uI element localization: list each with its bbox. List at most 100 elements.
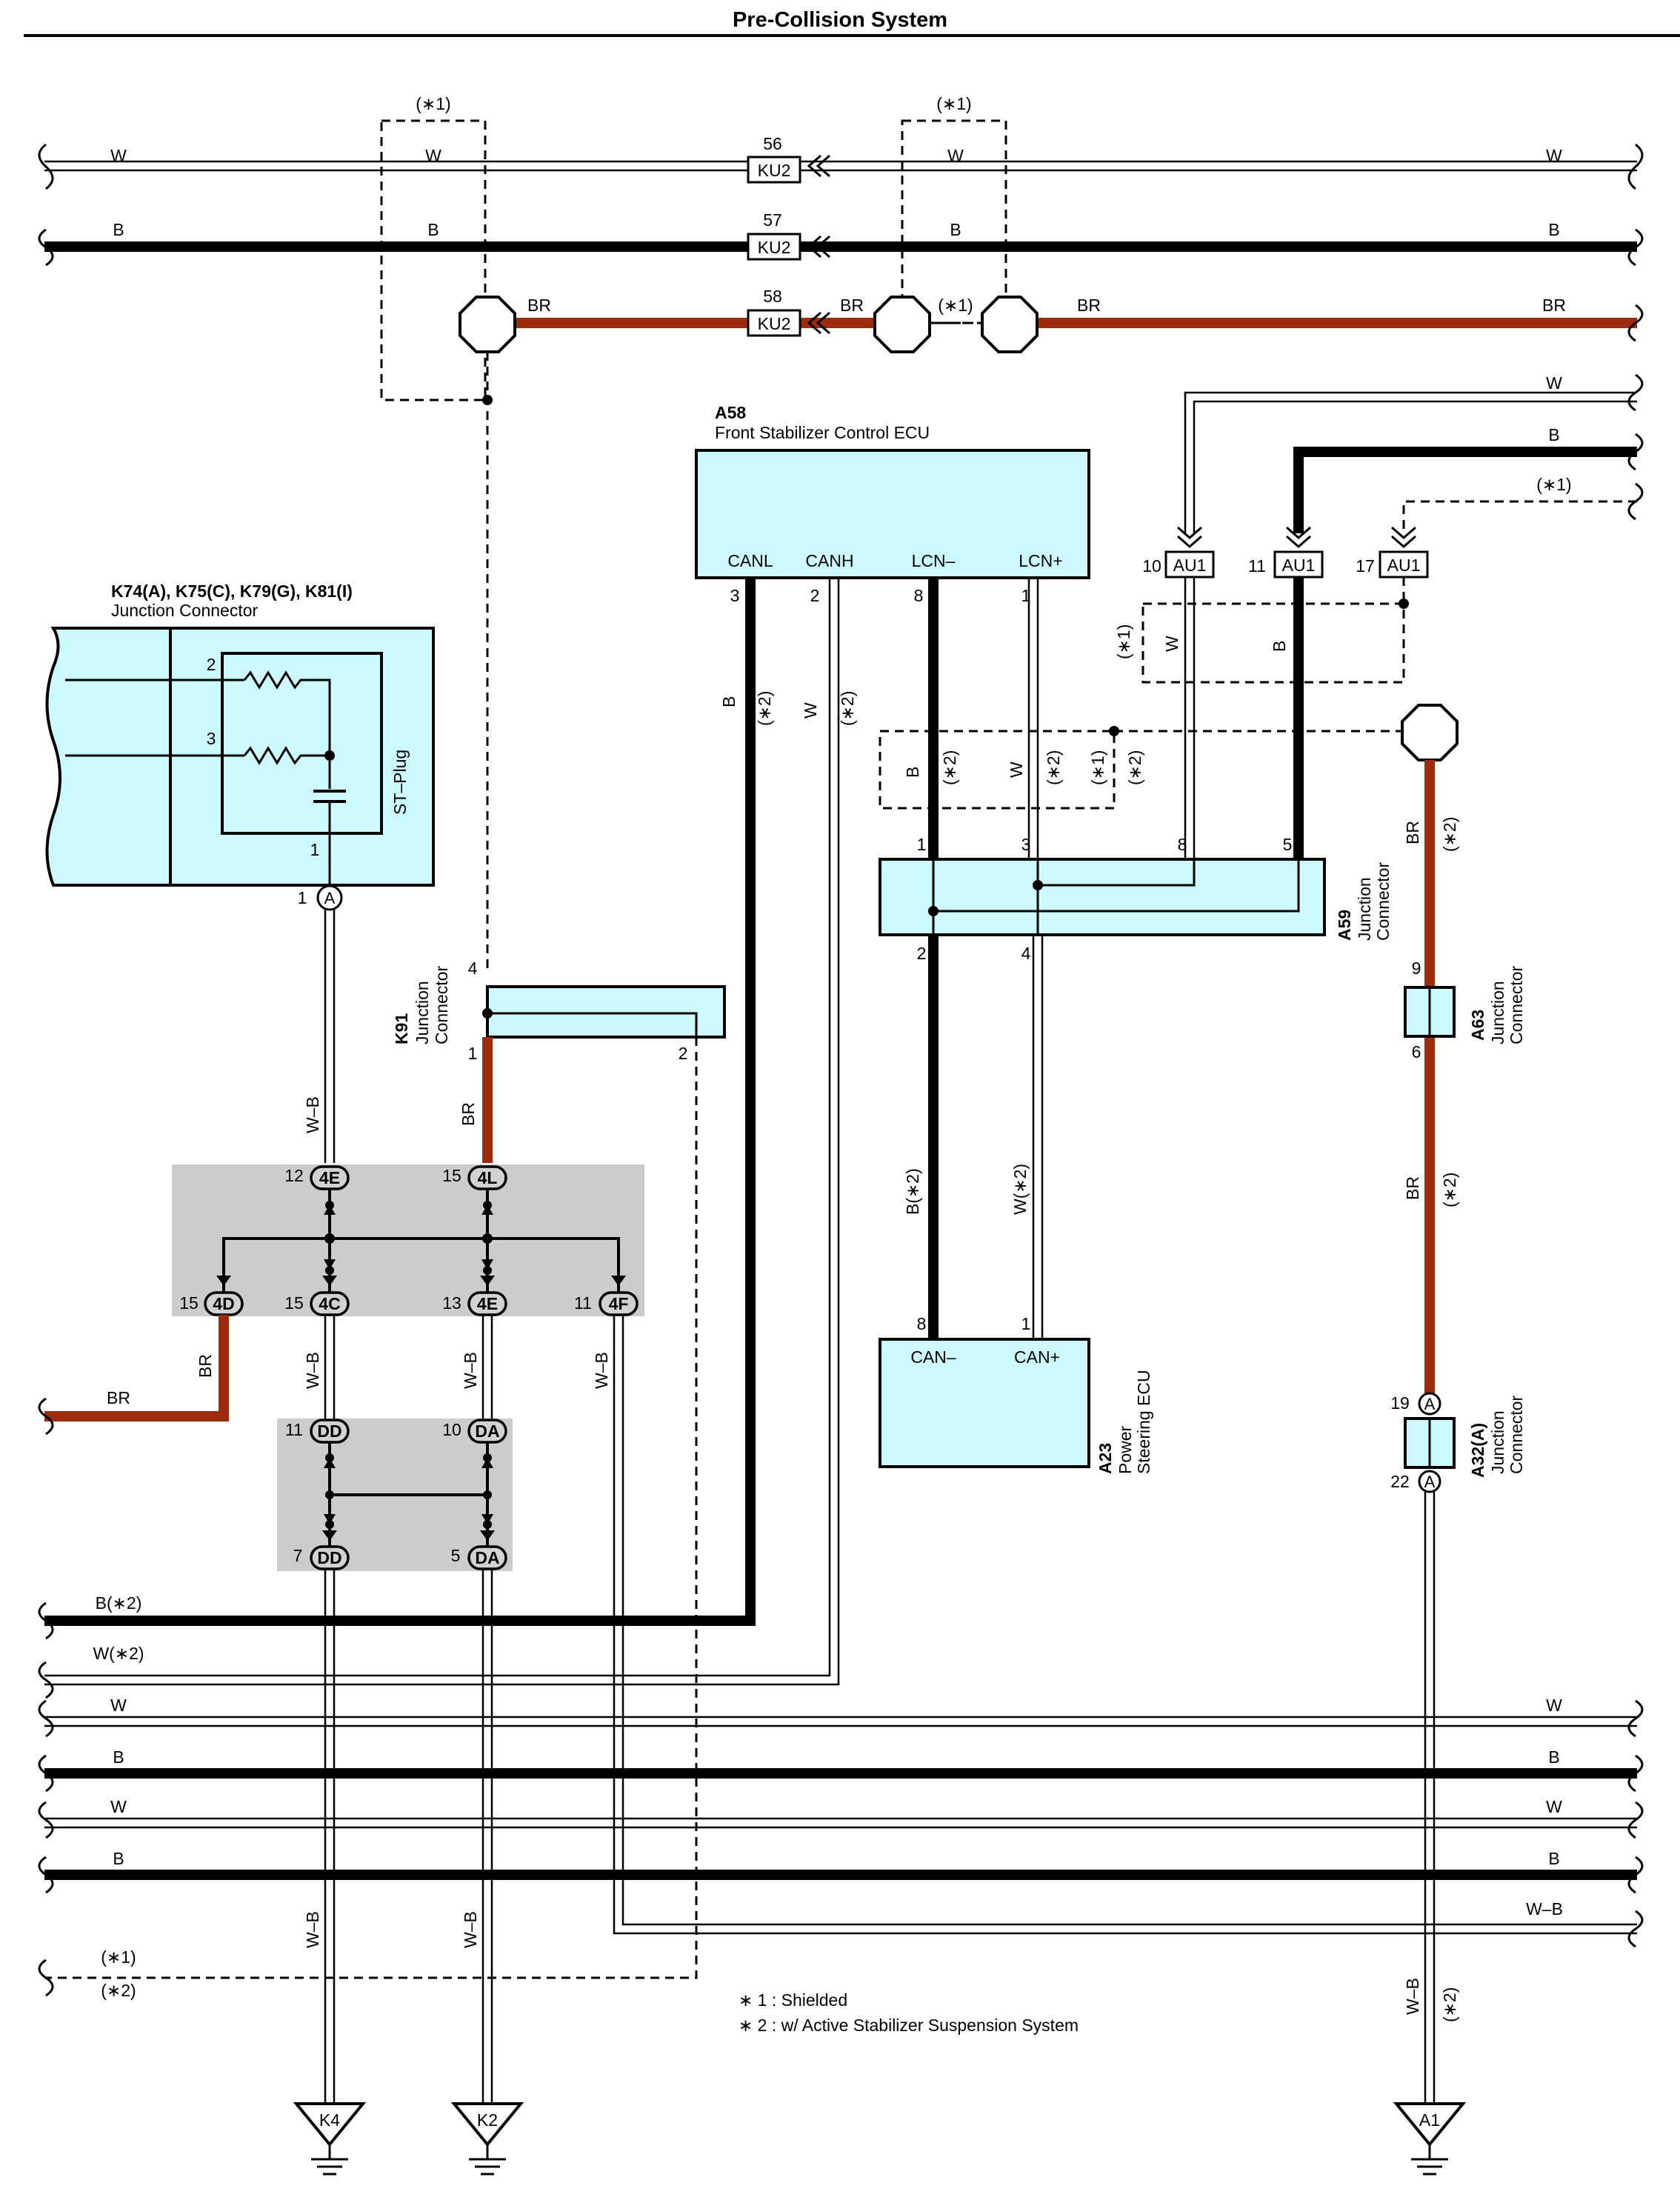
a23-terminal: CAN– — [910, 1347, 956, 1367]
a58-name: Front Stabilizer Control ECU — [715, 423, 930, 442]
pin-number: 10 — [442, 1420, 461, 1439]
wire-label-b: B — [113, 220, 124, 239]
wire-label-b: B — [1270, 641, 1289, 652]
shield-label: (∗1) — [416, 94, 450, 113]
pin-number: 8 — [1178, 835, 1187, 854]
wire-label-w: W — [425, 146, 441, 165]
wire-label-br: BR — [1403, 821, 1422, 844]
shield-box-au1 — [1141, 602, 1405, 684]
wire-label-b: B — [113, 1849, 124, 1868]
wire-label-s2: (∗2) — [1440, 1987, 1459, 2022]
wire-label-br: BR — [107, 1388, 130, 1407]
wire-break — [1627, 1910, 1644, 1948]
a23-terminal: CAN+ — [1014, 1347, 1060, 1367]
wire-label-w: W — [110, 1797, 127, 1816]
wire-label-w: W — [1546, 146, 1562, 165]
pin-number: 2 — [207, 655, 216, 674]
splice-octagon — [459, 296, 516, 353]
pin-number: 2 — [679, 1044, 688, 1063]
pin-number: 1 — [310, 840, 320, 859]
connector-label: 4D — [213, 1294, 234, 1313]
wire-label-w2: W(∗2) — [93, 1644, 144, 1663]
connector-da — [467, 1545, 507, 1570]
wire-label-w: W — [801, 702, 820, 719]
svg-text:Connector: Connector — [1507, 966, 1526, 1044]
pin-number: 11 — [574, 1293, 592, 1313]
wire-label-wb: W–B — [1526, 1899, 1563, 1919]
a32-junction-connector: 19 A A 22 A32(A) Junction Connector — [1390, 1392, 1526, 1493]
pin-number: 3 — [207, 729, 216, 748]
a59-name: Junction — [1355, 877, 1374, 941]
wire-label-s2: (∗2) — [1440, 1173, 1459, 1207]
wire-label-w: W — [1546, 1797, 1562, 1816]
a23-ecu — [879, 1338, 1090, 1468]
pin-number: 12 — [284, 1166, 304, 1185]
wire-label-w: W — [1546, 1696, 1562, 1715]
wire-label-w: W — [110, 146, 127, 165]
a58-terminal: LCN+ — [1019, 551, 1062, 570]
pin-number: 1 — [298, 888, 307, 907]
svg-text:56: 56 — [763, 134, 782, 153]
shield-label: (∗1) — [936, 94, 971, 113]
splice-octagon — [873, 296, 931, 353]
a63-junction-connector: 9 6 A63 Junction Connector — [1404, 959, 1526, 1061]
wire-label-b: B — [427, 220, 439, 239]
k74-code: K74(A), K75(C), K79(G), K81(I) — [111, 581, 353, 601]
wire-label-w: W — [947, 146, 964, 165]
a59-name: Connector — [1373, 862, 1393, 941]
au1-connector-10: 10 AU1 — [1142, 526, 1215, 579]
k91-code: K91 — [392, 1013, 411, 1044]
wb-wire — [613, 1315, 1637, 1935]
splice-dot — [482, 1008, 493, 1019]
wire-label-br: BR — [196, 1354, 215, 1378]
k91-internal — [487, 1012, 698, 1037]
page-title: Pre-Collision System — [733, 8, 947, 32]
wire-label-w: W — [1007, 761, 1026, 778]
svg-text:A: A — [1424, 1395, 1436, 1413]
wire-label-b2: B(∗2) — [903, 1168, 922, 1215]
svg-text:A1: A1 — [1419, 2110, 1440, 2130]
connector-label: DD — [317, 1421, 341, 1441]
a58-terminal: LCN– — [912, 551, 956, 570]
shield-box-1 — [380, 119, 487, 401]
wire-label-w: W — [1162, 636, 1181, 652]
ground-k2: K2 — [450, 2102, 524, 2176]
pin-number: 8 — [917, 1314, 927, 1333]
wire-label-br: BR — [1077, 296, 1101, 315]
wire-label-b: B — [950, 220, 961, 239]
a58-wires — [44, 578, 1039, 1686]
wire-label-b: B — [1548, 220, 1559, 239]
wire-label-s2: (∗2) — [1044, 750, 1063, 785]
au1-wires — [1184, 373, 1644, 533]
svg-text:KU2: KU2 — [758, 314, 791, 333]
svg-text:17: 17 — [1356, 556, 1375, 576]
wire-label-b: B — [1548, 425, 1559, 444]
svg-text:AU1: AU1 — [1282, 556, 1316, 575]
pin-number: 5 — [1283, 835, 1293, 854]
a59-junction-connector — [879, 858, 1326, 936]
a23-code: A23 — [1096, 1443, 1115, 1474]
a58-terminal: CANH — [805, 551, 853, 570]
splice-octagon — [981, 296, 1039, 353]
br-wire — [44, 1315, 229, 1421]
connector-label: 4E — [477, 1294, 498, 1313]
footnote: ∗ 2 : w/ Active Stabilizer Suspension Sy… — [739, 2016, 1079, 2035]
a23-name: Steering ECU — [1134, 1370, 1153, 1474]
wire-label-br: BR — [1542, 296, 1566, 315]
pin-number: 13 — [442, 1293, 461, 1313]
svg-text:AU1: AU1 — [1387, 556, 1421, 575]
st-plug-label: ST–Plug — [390, 750, 410, 815]
connector-dd — [310, 1545, 350, 1570]
pin-number: 1 — [917, 835, 927, 854]
splice-dot — [1399, 599, 1409, 609]
pin-number: 4 — [468, 959, 478, 978]
bottom-bus — [38, 1601, 1644, 1997]
k91-name: Connector — [432, 966, 451, 1044]
connector-dd — [310, 1419, 350, 1444]
connector-label: 4L — [478, 1168, 498, 1187]
svg-text:Junction: Junction — [1488, 1410, 1507, 1474]
st-plug-box — [221, 652, 383, 835]
connector-4e — [310, 1165, 350, 1190]
shield-box-a59 — [879, 730, 1116, 810]
